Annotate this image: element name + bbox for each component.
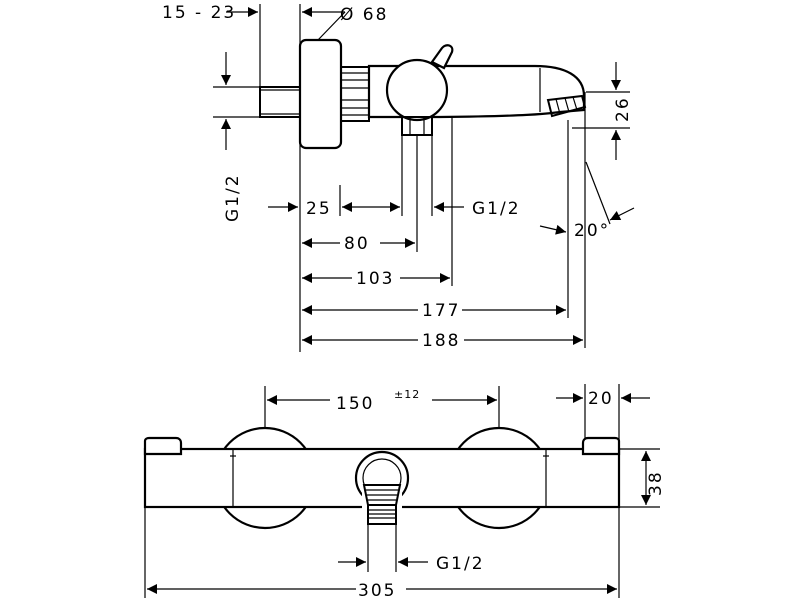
top-view: 150 ±12 20 38 G1/2 305 — [143, 384, 666, 600]
dim-inlet-depth-label: 15 - 23 — [162, 3, 236, 23]
dim-outlet-thread-label: G1/2 — [436, 554, 485, 574]
wall-inlet — [259, 38, 370, 150]
dim-end-cap-label: 20 — [588, 389, 614, 409]
dim-height-38-label: 38 — [646, 470, 666, 496]
dim-25: 25 — [268, 199, 400, 219]
dim-center-distance: 150 ±12 — [267, 388, 497, 414]
dim-angle-label: 20° — [574, 221, 610, 241]
dim-thread-mid-label: G1/2 — [472, 199, 521, 219]
dim-rosette-diameter-label: Ø 68 — [340, 5, 388, 25]
dim-188-label: 188 — [422, 331, 460, 351]
dim-thread-left: G1/2 — [221, 52, 243, 222]
dim-177: 177 — [302, 301, 566, 321]
top-extension-lines — [144, 384, 660, 598]
side-extension-lines — [213, 4, 630, 352]
dim-25-label: 25 — [306, 199, 332, 219]
dim-thread-left-label: G1/2 — [223, 173, 243, 222]
dim-center-tolerance-label: ±12 — [394, 388, 420, 401]
dim-center-distance-label: 150 — [336, 394, 374, 414]
dim-spout-26-label: 26 — [613, 96, 633, 122]
dim-80: 80 — [302, 234, 415, 254]
dim-103: 103 — [302, 269, 450, 289]
dim-inlet-depth: 15 - 23 — [162, 3, 258, 23]
dim-spout-26: 26 — [611, 62, 633, 160]
dim-188: 188 — [302, 331, 583, 351]
dim-103-label: 103 — [356, 269, 394, 289]
dim-overall-length: 305 — [147, 581, 617, 600]
dim-angle: 20° — [539, 207, 635, 241]
mixer-body — [367, 44, 587, 136]
dim-end-cap: 20 — [556, 389, 650, 409]
dim-rosette-diameter: Ø 68 — [302, 5, 388, 41]
side-view: 15 - 23 Ø 68 G1/2 25 G1/2 2 — [162, 3, 635, 352]
dim-overall-length-label: 305 — [358, 581, 396, 600]
dim-thread-mid: G1/2 — [434, 199, 521, 219]
dim-80-label: 80 — [344, 234, 370, 254]
dim-outlet-thread: G1/2 — [338, 554, 485, 574]
bottom-outlet — [354, 450, 410, 525]
dim-177-label: 177 — [422, 301, 460, 321]
dim-height-38: 38 — [641, 451, 666, 505]
